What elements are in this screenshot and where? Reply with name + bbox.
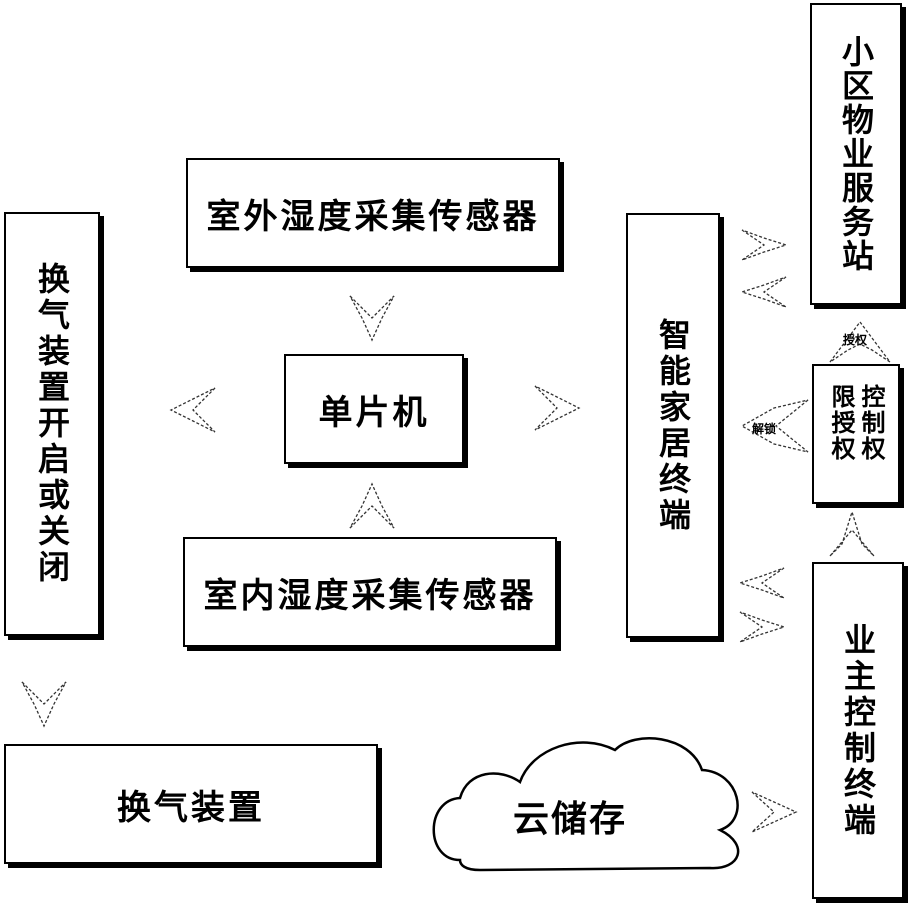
ventilator-switch-box: 换气装置开启或关闭 <box>4 212 100 636</box>
arrow-indoor-to-mcu <box>350 484 394 528</box>
authorize-label: 授权 <box>843 331 867 348</box>
arrow-owner-to-auth <box>830 512 874 556</box>
outdoor-sensor-label: 室外湿度采集传感器 <box>207 189 540 238</box>
owner-terminal-label: 业主控制终端 <box>835 623 881 839</box>
arrow-cloud-to-owner <box>752 792 796 832</box>
outdoor-sensor-box: 室外湿度采集传感器 <box>186 158 560 268</box>
arrow-mcu-to-terminal <box>535 386 579 430</box>
arrow-station-to-terminal <box>742 277 786 307</box>
ventilator-box: 换气装置 <box>4 744 378 864</box>
arrow-mcu-to-switch <box>171 388 215 432</box>
mcu-label: 单片机 <box>319 385 430 434</box>
control-auth-box: 控制权限授权 <box>812 364 900 504</box>
owner-terminal-box: 业主控制终端 <box>812 562 904 899</box>
ventilator-switch-label: 换气装置开启或关闭 <box>29 262 75 586</box>
indoor-sensor-label: 室内湿度采集传感器 <box>204 568 537 617</box>
property-station-label: 小区物业服务站 <box>833 35 879 273</box>
property-station-box: 小区物业服务站 <box>810 3 902 305</box>
mcu-box: 单片机 <box>284 354 464 464</box>
unlock-label: 解锁 <box>752 420 776 437</box>
smart-home-terminal-box: 智能家居终端 <box>626 213 720 638</box>
arrow-terminal-to-station <box>742 230 786 260</box>
ventilator-label: 换气装置 <box>117 780 265 829</box>
arrow-terminal-to-owner <box>740 612 784 642</box>
arrow-owner-to-terminal <box>740 568 784 598</box>
smart-home-terminal-label: 智能家居终端 <box>650 318 696 534</box>
arrow-outdoor-to-mcu <box>350 296 394 340</box>
arrow-switch-to-ventilator <box>22 682 66 726</box>
cloud-storage-label: 云储存 <box>490 790 650 842</box>
indoor-sensor-box: 室内湿度采集传感器 <box>183 537 557 647</box>
control-auth-label: 控制权限授权 <box>826 384 886 484</box>
